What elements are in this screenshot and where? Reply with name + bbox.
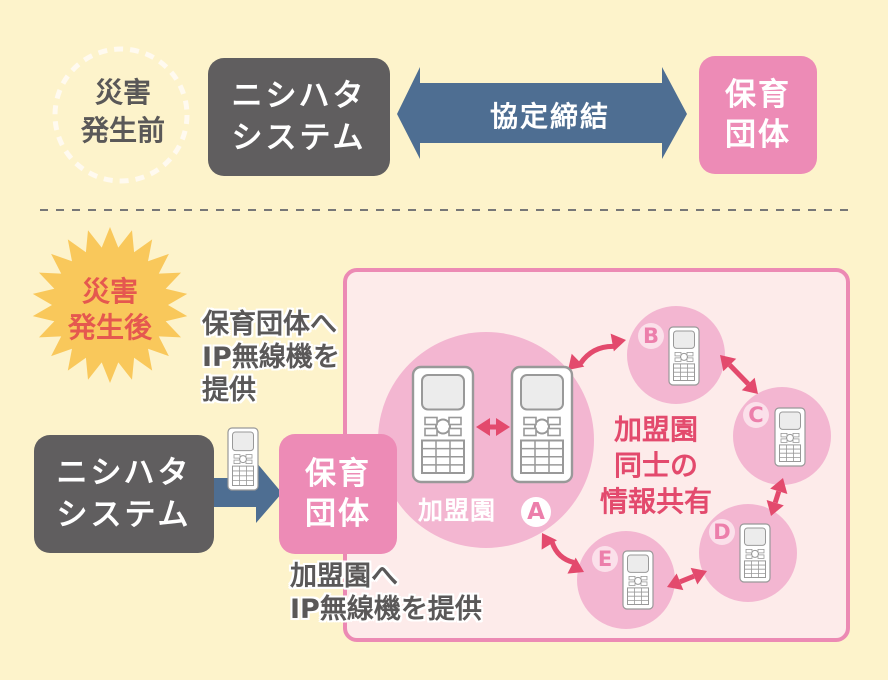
arrow-d-e-icon (667, 567, 707, 591)
before-phase-label: 災害 発生前 (80, 76, 165, 147)
provide-to-members-note: 加盟園へ IP無線機を提供 (290, 561, 482, 625)
device-a1-icon (411, 365, 475, 484)
starburst-icon (32, 227, 188, 383)
device-c-icon (774, 407, 806, 467)
provide-arrow-icon (214, 462, 282, 523)
device-d-icon (739, 523, 771, 583)
arrow-b-c-icon (720, 355, 758, 394)
member-e-badge: E (592, 546, 618, 572)
member-a-label: 加盟園 (418, 496, 497, 525)
arrow-a-b-icon (568, 333, 626, 370)
agreement-double-arrow-icon (397, 67, 687, 159)
member-c-badge: C (743, 402, 769, 428)
device-a2-icon (510, 365, 574, 484)
devices (227, 326, 806, 610)
provide-to-org-note: 保育団体へ IP無線機を 提供 (202, 309, 340, 406)
device-b-icon (668, 326, 700, 386)
member-d-badge: D (709, 519, 735, 545)
info-share-label: 加盟園 同士の 情報共有 (599, 413, 712, 518)
member-a-badge: A (521, 497, 551, 527)
share-arrows (476, 333, 788, 591)
device-e-icon (622, 550, 654, 610)
childcare-org-box-after: 保育 団体 (279, 434, 397, 554)
arrow-a-internal-icon (476, 418, 510, 436)
device-provided-icon (227, 427, 259, 491)
nishihata-system-box-after: ニシハタ システム (34, 435, 214, 553)
arrow-a-e-icon (541, 533, 584, 574)
after-phase-label: 災害 発生後 (67, 275, 152, 344)
childcare-org-box-before: 保育 団体 (699, 56, 817, 174)
arrow-c-d-icon (766, 478, 788, 516)
member-b-badge: B (638, 323, 664, 349)
before-phase-dashed-circle (52, 46, 190, 184)
nishihata-system-box-before: ニシハタ システム (208, 58, 390, 176)
agreement-label: 協定締結 (489, 100, 610, 133)
